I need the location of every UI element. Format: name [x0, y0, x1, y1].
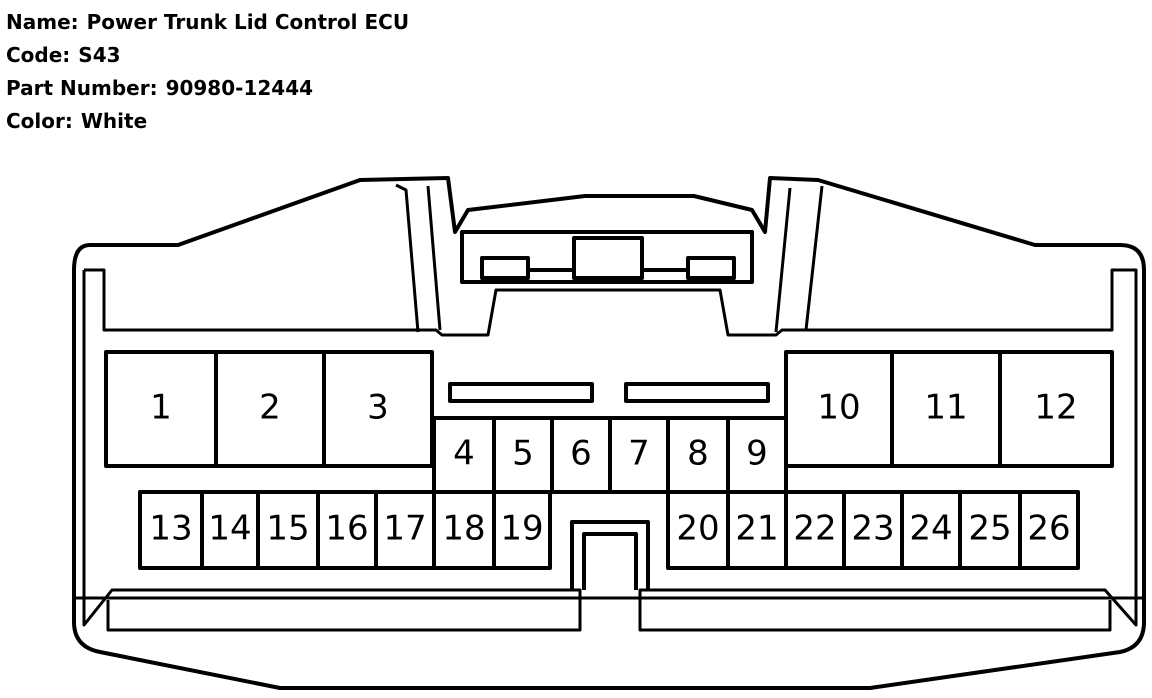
code-label: Code: [6, 43, 71, 67]
pin-10-label: 10 [817, 388, 860, 428]
color-label: Color: [6, 109, 73, 133]
pin-23-label: 23 [851, 509, 894, 549]
code-row: Code: S43 [6, 39, 409, 72]
key-slot-left [448, 382, 594, 403]
pin-16-label: 16 [325, 509, 368, 549]
pin-4-label: 4 [453, 434, 475, 474]
housing-outline [72, 176, 1146, 690]
part-number-row: Part Number: 90980-12444 [6, 72, 409, 105]
pin-18-label: 18 [442, 509, 485, 549]
part-number-label: Part Number: [6, 76, 158, 100]
housing-inner-rim [82, 268, 1138, 632]
name-label: Name: [6, 10, 79, 34]
pin-26-label: 26 [1027, 509, 1070, 549]
pin-15-label: 15 [266, 509, 309, 549]
color-value: White [80, 109, 148, 133]
center-key-notch [570, 520, 650, 590]
pin-3-label: 3 [367, 388, 389, 428]
pin-9-label: 9 [746, 434, 768, 474]
pin-19-label: 19 [500, 509, 543, 549]
pin-1-label: 1 [150, 388, 172, 428]
top-latch [460, 230, 754, 284]
pin-2-label: 2 [259, 388, 281, 428]
name-value: Power Trunk Lid Control ECU [86, 10, 410, 34]
color-row: Color: White [6, 105, 409, 138]
pin-6-label: 6 [570, 434, 592, 474]
connector-info: Name: Power Trunk Lid Control ECU Code: S4… [6, 6, 409, 138]
pin-24-label: 24 [909, 509, 952, 549]
part-number-value: 90980-12444 [165, 76, 314, 100]
pin-21-label: 21 [735, 509, 778, 549]
pin-8-label: 8 [687, 434, 709, 474]
pin-25-label: 25 [968, 509, 1011, 549]
name-row: Name: Power Trunk Lid Control ECU [6, 6, 409, 39]
pin-22-label: 22 [793, 509, 836, 549]
pin-7-label: 7 [628, 434, 650, 474]
pin-12-label: 12 [1034, 388, 1077, 428]
pin-17-label: 17 [383, 509, 426, 549]
pin-20-label: 20 [676, 509, 719, 549]
middle-row-block [432, 416, 788, 494]
code-value: S43 [78, 43, 121, 67]
pin-5-label: 5 [512, 434, 534, 474]
pin-14-label: 14 [208, 509, 251, 549]
lower-left-block [138, 490, 552, 570]
left-rib [395, 183, 442, 333]
lower-right-block [666, 490, 1080, 570]
key-slot-right [624, 382, 770, 403]
pin-13-label: 13 [149, 509, 192, 549]
right-rib [774, 185, 824, 333]
pin-11-label: 11 [924, 388, 967, 428]
